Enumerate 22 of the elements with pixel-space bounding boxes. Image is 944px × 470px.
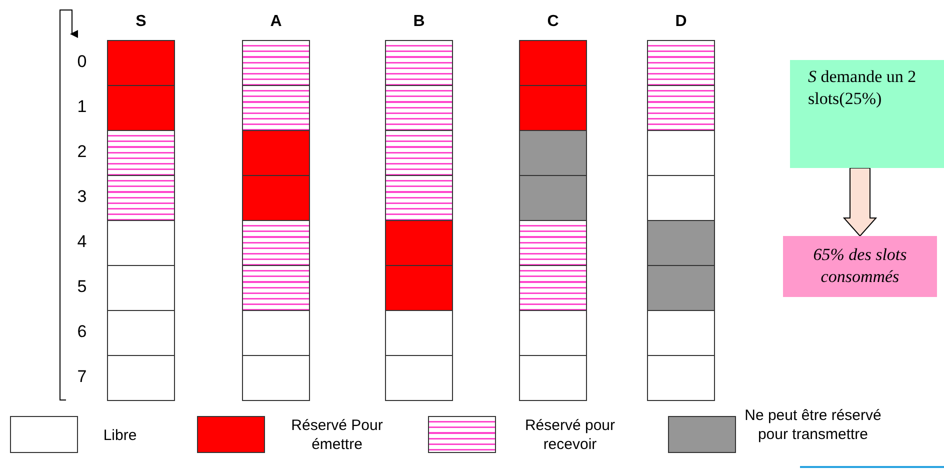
legend-label: Réservé Pour émettre <box>290 416 384 454</box>
row-number: 1 <box>76 97 88 117</box>
legend-label: Réservé pour recevoir <box>524 416 616 454</box>
row-number: 4 <box>76 232 88 252</box>
column-header: S <box>134 13 148 31</box>
node-text: S demande un 2 slots(25%) <box>808 66 918 110</box>
result-box <box>783 236 937 297</box>
column-header: D <box>674 13 688 31</box>
row-number: 6 <box>76 322 88 342</box>
row-number: 2 <box>76 142 88 162</box>
node-text: 65% des slots consommés <box>812 244 908 288</box>
request-box <box>790 60 944 168</box>
row-number: 5 <box>76 277 88 297</box>
row-number: 3 <box>76 187 88 207</box>
legend-label: Libre <box>102 426 138 445</box>
legend-label: Ne peut être réservé pour transmettre <box>744 406 882 444</box>
row-number: 0 <box>76 52 88 72</box>
row-number: 7 <box>76 367 88 387</box>
block-arrow <box>842 168 878 237</box>
column-header: B <box>412 13 426 31</box>
column-header: A <box>269 13 283 31</box>
column-header: C <box>546 13 560 31</box>
